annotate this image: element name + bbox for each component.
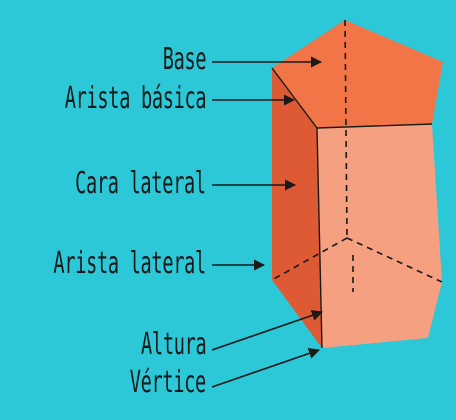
hidden-edges xyxy=(271,19,443,292)
front-lateral-face xyxy=(317,124,442,348)
label-arista-lateral: Arista lateral xyxy=(53,246,207,281)
label-altura: Altura xyxy=(140,327,207,362)
label-vertice: Vértice xyxy=(129,365,207,400)
altura-arrow xyxy=(211,309,324,351)
label-cara-lateral: Cara lateral xyxy=(75,166,206,201)
base-face xyxy=(272,20,443,128)
label-base: Base xyxy=(162,42,206,77)
left-lateral-face xyxy=(272,68,322,348)
pointer-arrows xyxy=(211,56,324,388)
vertice-arrow xyxy=(211,348,321,388)
label-arista-basica: Arista básica xyxy=(64,81,206,116)
